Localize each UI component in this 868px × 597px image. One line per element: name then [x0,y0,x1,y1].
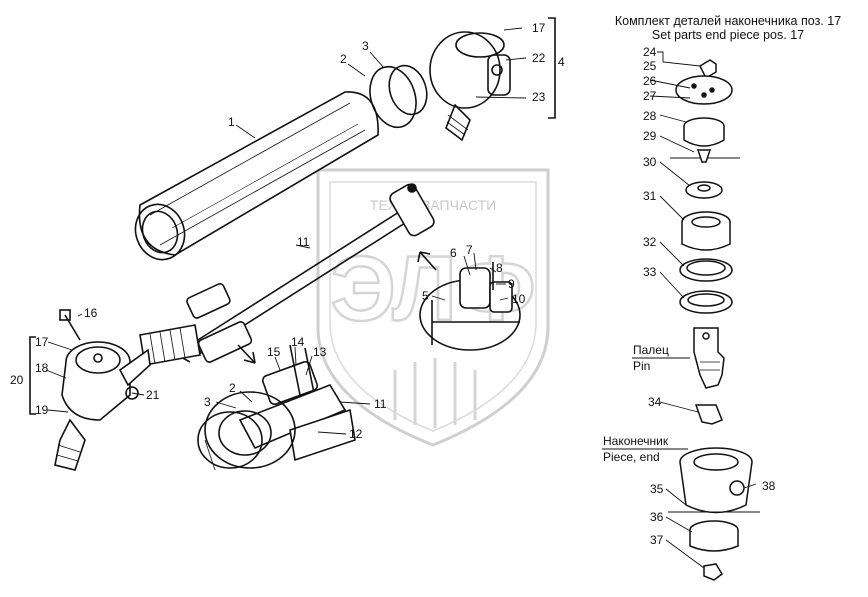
callout-11-top: 11 [297,235,310,249]
callout-27: 27 [643,89,657,103]
callout-32: 32 [643,235,657,249]
kit-parts-column [668,59,760,581]
watermark-wheat-icon [393,358,477,428]
callout-26: 26 [643,74,657,88]
ball-joint-head-top [429,31,511,142]
callout-34: 34 [648,395,662,409]
part-29-pin [696,149,712,163]
lower-clamp-assembly [197,344,356,471]
end-piece-label: Наконечник Piece, end [602,434,688,464]
callout-4: 4 [558,55,565,69]
callout-14: 14 [291,335,305,349]
callout-13: 13 [313,345,327,359]
kit-title: Комплект деталей наконечника поз. 17 Set… [590,14,866,42]
callout-6: 6 [450,246,457,260]
callout-29: 29 [643,129,657,143]
callout-1: 1 [228,115,235,129]
callout-7: 7 [466,243,473,257]
callout-18: 18 [35,361,49,375]
callout-3-lower: 3 [204,395,211,409]
callout-37: 37 [650,533,664,547]
end-piece-housing [679,447,753,514]
callout-2: 2 [340,52,347,66]
pin-label-en: Pin [633,359,650,373]
left-assembly [29,17,556,471]
callout-23: 23 [532,90,546,104]
callout-19: 19 [35,403,49,417]
part-33-disc [679,290,733,314]
kit-title-ru: Комплект деталей наконечника поз. 17 [614,14,842,28]
group-bracket-20 [29,336,36,415]
protective-tube [134,91,379,261]
part-36-boot [689,520,739,552]
part-28-spring [683,117,725,147]
arrow-up-icon [417,251,437,271]
callout-10: 10 [512,292,526,306]
tie-rod-end-left [54,309,151,471]
callout-numbers: 1 2 3 17 22 4 23 11 6 7 8 9 5 10 16 17 1… [10,21,776,547]
callout-21: 21 [146,388,160,402]
callout-36: 36 [650,510,664,524]
watermark-company: ТЕХНО ЗАПЧАСТИ [370,197,496,213]
callout-22: 22 [532,51,546,65]
callout-33: 33 [643,265,657,279]
watermark-logo: ТЕХНО ЗАПЧАСТИ ЭЛФ [316,168,550,447]
callout-15: 15 [267,345,281,359]
pin-label-ru: Палец [633,343,669,357]
clamp-detail [419,262,521,351]
callout-16: 16 [84,306,98,320]
callout-17-top: 17 [532,21,546,35]
callout-11-lower: 11 [374,397,387,411]
callout-8: 8 [496,261,503,275]
end-piece-label-ru: Наконечник [603,434,669,448]
callout-12: 12 [349,427,363,441]
callout-9: 9 [508,277,515,291]
part-31-bearing [681,211,731,251]
callout-3: 3 [362,39,369,53]
arrow-down-icon [237,344,256,364]
part-34-cone [694,404,723,425]
end-piece-label-en: Piece, end [603,450,660,464]
part-32-ring [679,258,733,282]
part-37-nut [703,563,723,581]
callout-31: 31 [643,189,657,203]
part-30-washer [685,181,723,199]
callout-28: 28 [643,109,657,123]
kit-title-en: Set parts end piece pos. 17 [651,28,805,42]
pin-label: Палец Pin [632,343,690,373]
callout-24: 24 [643,45,657,59]
rod-clamp-upper [389,183,435,237]
callout-5: 5 [422,289,429,303]
leader-lines [45,27,757,569]
callout-30: 30 [643,155,657,169]
part-26-27-cap [675,75,733,105]
callout-20: 20 [10,373,24,387]
callout-25: 25 [643,59,657,73]
group-bracket-4 [548,17,556,119]
callout-17-left: 17 [35,335,49,349]
callout-38: 38 [762,479,776,493]
callout-2-lower: 2 [229,381,236,395]
ball-pin [693,327,725,389]
callout-35: 35 [650,482,664,496]
